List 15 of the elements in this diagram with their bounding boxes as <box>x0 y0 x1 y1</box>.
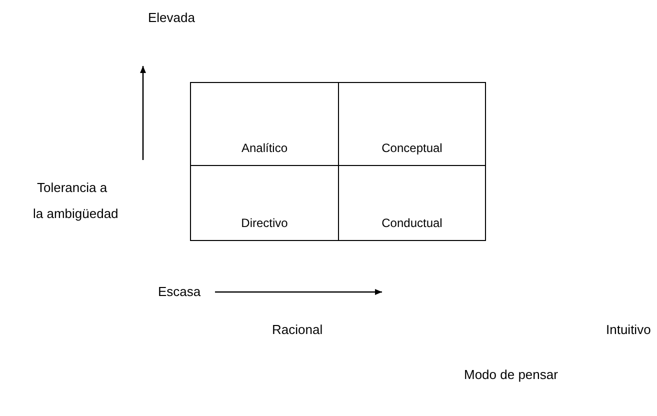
quadrant-label: Analítico <box>241 141 288 155</box>
axis-title: Tolerancia a <box>37 180 108 195</box>
quadrant-cell <box>190 165 339 241</box>
quadrant-label: Conceptual <box>382 141 442 155</box>
axis-title: Modo de pensar <box>464 367 558 382</box>
axis-label: Racional <box>272 322 323 337</box>
axis-label: Elevada <box>148 10 195 25</box>
quadrant-cell <box>338 165 486 241</box>
axis-label: Escasa <box>158 284 201 299</box>
axis-title: la ambigüedad <box>33 206 118 221</box>
quadrant-label: Conductual <box>382 216 442 230</box>
quadrant-label: Directivo <box>241 216 288 230</box>
quadrant-cell <box>338 82 486 166</box>
axis-label: Intuitivo <box>606 322 651 337</box>
quadrant-cell <box>190 82 339 166</box>
